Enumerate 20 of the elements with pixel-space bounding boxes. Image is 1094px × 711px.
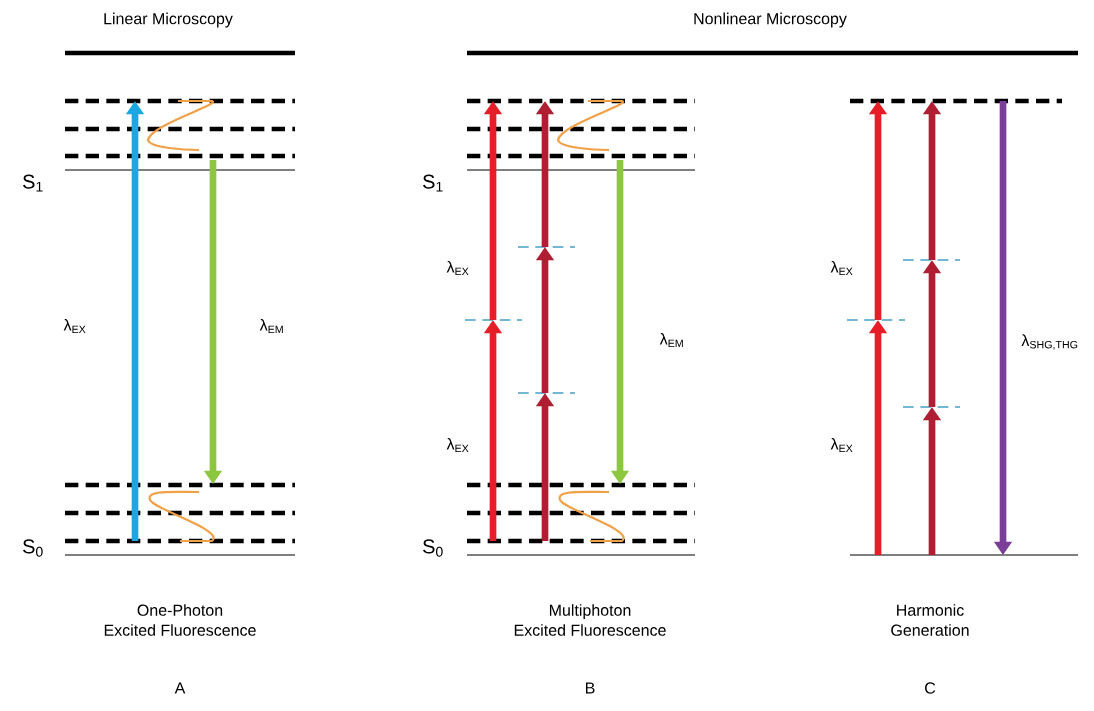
panel-letter: B (586, 682, 595, 694)
wavelength-label: λ$_{EX}$ (63, 319, 86, 333)
energy-state-label: S$_{1}$ (23, 174, 43, 192)
energy-state-label: S$_{1}$ (423, 174, 443, 192)
section-heading: Nonlinear Microscopy (694, 12, 847, 28)
panel-letter: C (925, 682, 936, 694)
wavelength-label: λ$_{EX}$ (446, 438, 469, 452)
panel-caption: Multiphoton Excited Fluorescence (514, 604, 666, 636)
wavelength-label: λ$_{EM}$ (659, 333, 683, 347)
energy-state-label: S$_{0}$ (23, 539, 43, 557)
wavelength-label: λ$_{SHG,THG}$ (1021, 334, 1078, 350)
wavelength-label: λ$_{EM}$ (259, 319, 283, 333)
panel-caption: One-Photon Excited Fluorescence (104, 604, 256, 636)
panel-letter: A (174, 682, 186, 694)
wavelength-label: λ$_{EX}$ (446, 261, 469, 275)
wavelength-label: λ$_{EX}$ (830, 438, 853, 452)
wavelength-label: λ$_{EX}$ (830, 261, 853, 275)
section-heading: Linear Microscopy (104, 12, 233, 28)
energy-state-label: S$_{0}$ (423, 539, 443, 557)
panel-caption: Harmonic Generation (891, 604, 969, 636)
